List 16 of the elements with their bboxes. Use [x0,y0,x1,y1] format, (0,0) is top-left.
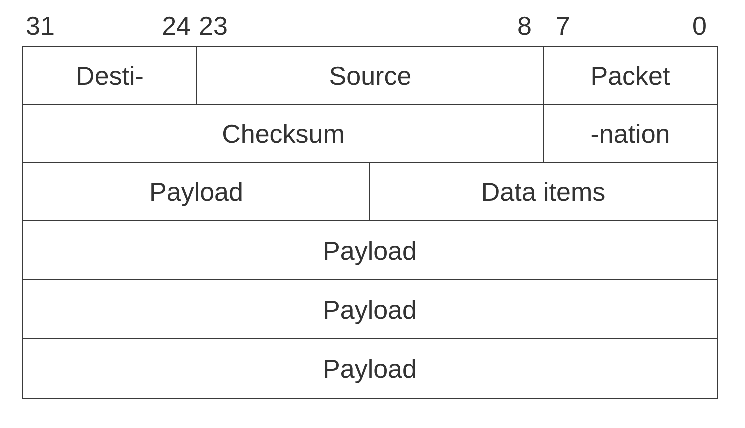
packet-field: Payload [22,279,718,340]
packet-field: Desti- [22,46,198,106]
bit-number: 8 [518,11,532,41]
packet-field: Payload [22,220,718,281]
packet-field: Checksum [22,104,545,164]
packet-field: Source [196,46,545,106]
packet-field: Packet [543,46,718,106]
bit-number: 24 [162,11,191,41]
packet-field: Data items [369,162,718,222]
packet-field: -nation [543,104,718,164]
packet-field: Payload [22,162,371,222]
bit-number: 23 [199,11,228,41]
bit-number: 0 [692,11,707,41]
bit-number: 31 [26,11,55,41]
packet-field: Payload [22,338,718,399]
bit-number: 7 [556,11,570,41]
